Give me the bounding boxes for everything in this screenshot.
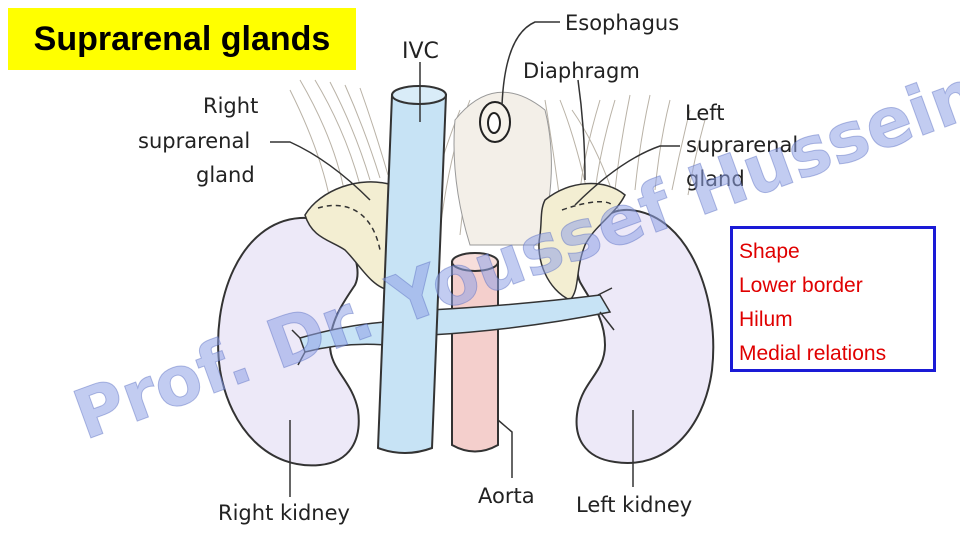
label-diaphragm: Diaphragm — [523, 59, 640, 83]
label-right-kidney: Right kidney — [218, 501, 350, 525]
label-esophagus: Esophagus — [565, 11, 679, 35]
topic-item: Hilum — [739, 308, 793, 331]
label-left-gland-3: gland — [686, 167, 745, 191]
topics-box: Shape Lower border Hilum Medial relation… — [730, 226, 936, 372]
topic-item: Medial relations — [739, 342, 887, 365]
label-right-gland-3: gland — [196, 163, 255, 187]
slide-title: Suprarenal glands — [8, 8, 356, 70]
diaphragm-fibers — [289, 79, 706, 241]
topic-item: Lower border — [739, 274, 863, 297]
esophagus-lumen — [487, 112, 501, 134]
diaphragm-center — [453, 91, 552, 246]
label-right-gland-2: suprarenal — [138, 129, 250, 153]
aorta-top — [451, 252, 499, 272]
leader-lines — [270, 21, 680, 497]
label-right-gland-1: Right — [203, 94, 258, 118]
label-ivc: IVC — [402, 39, 439, 64]
label-left-gland-2: suprarenal — [686, 133, 798, 157]
right-kidney — [217, 216, 360, 467]
topic-item: Shape — [739, 240, 800, 263]
left-suprarenal-gland — [538, 182, 626, 301]
left-kidney — [575, 208, 715, 465]
right-renal-vein — [299, 321, 386, 353]
label-aorta: Aorta — [478, 484, 535, 508]
label-left-kidney: Left kidney — [576, 493, 692, 517]
label-left-gland-1: Left — [685, 101, 725, 125]
left-renal-vein — [429, 294, 612, 336]
ivc — [376, 94, 448, 454]
ivc-top — [391, 85, 447, 105]
